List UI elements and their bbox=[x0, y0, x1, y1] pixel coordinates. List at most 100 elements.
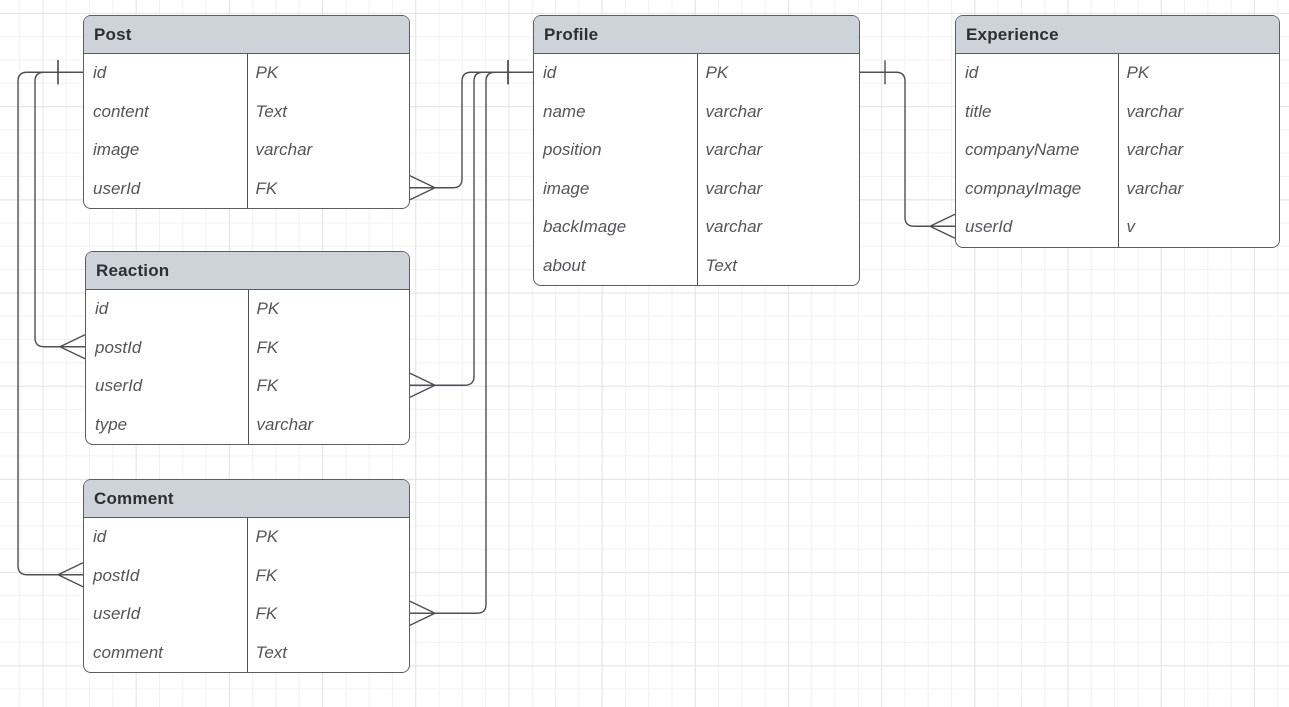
field-name[interactable]: image bbox=[543, 178, 590, 198]
field-type[interactable]: FK bbox=[247, 328, 410, 367]
field-name[interactable]: postId bbox=[95, 337, 142, 357]
field-row-backimage[interactable]: backImage varchar bbox=[534, 208, 859, 247]
relationship-profile-to-post[interactable] bbox=[409, 60, 533, 201]
field-row-title[interactable]: title varchar bbox=[956, 92, 1280, 131]
entity-title-profile[interactable]: Profile bbox=[534, 16, 859, 54]
field-name[interactable]: compnayImage bbox=[965, 178, 1082, 198]
field-name[interactable]: title bbox=[965, 101, 992, 121]
entity-title-comment[interactable]: Comment bbox=[84, 480, 409, 518]
crow-foot-marker[interactable] bbox=[59, 334, 86, 360]
field-name[interactable]: content bbox=[93, 101, 149, 121]
edge-path[interactable] bbox=[860, 71, 955, 227]
field-type[interactable]: FK bbox=[247, 367, 410, 406]
relationship-post-to-comment[interactable] bbox=[17, 60, 84, 588]
field-name[interactable]: companyName bbox=[965, 140, 1080, 160]
relationship-profile-to-comment[interactable] bbox=[409, 60, 533, 626]
field-name[interactable]: id bbox=[965, 63, 979, 83]
crow-foot-marker[interactable] bbox=[409, 372, 436, 398]
field-type[interactable]: v bbox=[1117, 208, 1280, 247]
field-name[interactable]: id bbox=[93, 527, 107, 547]
field-name[interactable]: userId bbox=[965, 217, 1013, 237]
field-row-userid[interactable]: userId FK bbox=[84, 169, 410, 208]
field-row-userid[interactable]: userId FK bbox=[84, 595, 409, 634]
field-row-about[interactable]: about Text bbox=[534, 246, 860, 285]
entity-post[interactable]: Post id PK content Text image varchar userId FK bbox=[83, 15, 410, 209]
field-row-id[interactable]: id PK bbox=[86, 290, 409, 329]
field-name[interactable]: comment bbox=[93, 642, 163, 662]
field-type[interactable]: varchar bbox=[246, 131, 410, 170]
field-type[interactable]: varchar bbox=[696, 208, 860, 247]
field-type[interactable]: Text bbox=[696, 246, 860, 285]
field-type[interactable]: varchar bbox=[247, 405, 410, 444]
entity-title-post[interactable]: Post bbox=[84, 16, 409, 54]
entity-body: id PK content Text image varchar userId FK bbox=[84, 54, 409, 208]
field-row-id[interactable]: id PK bbox=[84, 54, 409, 93]
field-name[interactable]: postId bbox=[93, 565, 140, 585]
field-name[interactable]: type bbox=[95, 414, 128, 434]
field-name[interactable]: position bbox=[543, 140, 602, 160]
field-name[interactable]: id bbox=[543, 63, 557, 83]
edge-path[interactable] bbox=[34, 71, 85, 348]
crow-foot-marker[interactable] bbox=[57, 562, 84, 588]
field-name[interactable]: about bbox=[543, 255, 586, 275]
field-type[interactable]: varchar bbox=[696, 92, 860, 131]
field-type[interactable]: FK bbox=[246, 556, 410, 595]
field-type[interactable]: FK bbox=[246, 595, 410, 634]
field-type[interactable]: PK bbox=[1117, 54, 1280, 93]
field-name[interactable]: userId bbox=[93, 604, 141, 624]
field-row-compnayimage[interactable]: compnayImage varchar bbox=[956, 169, 1280, 208]
field-row-image[interactable]: image varchar bbox=[534, 169, 860, 208]
field-type[interactable]: varchar bbox=[1117, 92, 1280, 131]
crow-foot-marker[interactable] bbox=[929, 213, 956, 239]
field-type[interactable]: varchar bbox=[1117, 131, 1280, 170]
edge-path[interactable] bbox=[410, 71, 533, 614]
edge-path[interactable] bbox=[17, 71, 83, 576]
field-row-id[interactable]: id PK bbox=[534, 54, 859, 93]
field-row-postid[interactable]: postId FK bbox=[86, 328, 410, 367]
field-row-userid[interactable]: userId FK bbox=[86, 367, 409, 406]
field-row-position[interactable]: position varchar bbox=[534, 131, 859, 170]
relationship-profile-to-experience[interactable] bbox=[860, 60, 956, 239]
field-row-content[interactable]: content Text bbox=[84, 92, 410, 131]
crow-foot-marker[interactable] bbox=[409, 175, 436, 201]
field-row-userid[interactable]: userId v bbox=[956, 208, 1279, 247]
field-row-id[interactable]: id PK bbox=[956, 54, 1279, 93]
field-row-image[interactable]: image varchar bbox=[84, 131, 409, 170]
field-name[interactable]: backImage bbox=[543, 217, 627, 237]
field-name[interactable]: userId bbox=[93, 178, 141, 198]
edge-path[interactable] bbox=[410, 71, 533, 189]
relationship-post-to-reaction[interactable] bbox=[34, 60, 86, 360]
field-type[interactable]: varchar bbox=[1117, 169, 1280, 208]
crow-foot-marker[interactable] bbox=[409, 600, 436, 626]
field-row-comment[interactable]: comment Text bbox=[84, 633, 410, 672]
field-name[interactable]: name bbox=[543, 101, 586, 121]
field-row-type[interactable]: type varchar bbox=[86, 405, 410, 444]
field-row-companyname[interactable]: companyName varchar bbox=[956, 131, 1279, 170]
field-type[interactable]: FK bbox=[246, 169, 410, 208]
field-type[interactable]: Text bbox=[246, 92, 410, 131]
field-name[interactable]: userId bbox=[95, 376, 143, 396]
field-name[interactable]: image bbox=[93, 140, 140, 160]
field-name[interactable]: id bbox=[93, 63, 107, 83]
field-type[interactable]: PK bbox=[696, 54, 860, 93]
entity-title-reaction[interactable]: Reaction bbox=[86, 252, 409, 290]
field-type[interactable]: PK bbox=[247, 290, 410, 329]
relationship-profile-to-reaction[interactable] bbox=[409, 60, 533, 398]
field-type[interactable]: varchar bbox=[696, 169, 860, 208]
entity-experience[interactable]: Experience id PK title varchar companyName var… bbox=[955, 15, 1280, 248]
field-type[interactable]: PK bbox=[246, 54, 410, 93]
field-row-postid[interactable]: postId FK bbox=[84, 556, 410, 595]
entity-title-experience[interactable]: Experience bbox=[956, 16, 1279, 54]
field-type[interactable]: PK bbox=[246, 518, 410, 557]
field-name[interactable]: id bbox=[95, 299, 109, 319]
field-row-id[interactable]: id PK bbox=[84, 518, 409, 557]
field-row-name[interactable]: name varchar bbox=[534, 92, 860, 131]
field-type[interactable]: varchar bbox=[696, 131, 860, 170]
field-type[interactable]: Text bbox=[246, 633, 410, 672]
edge-path[interactable] bbox=[410, 71, 533, 386]
